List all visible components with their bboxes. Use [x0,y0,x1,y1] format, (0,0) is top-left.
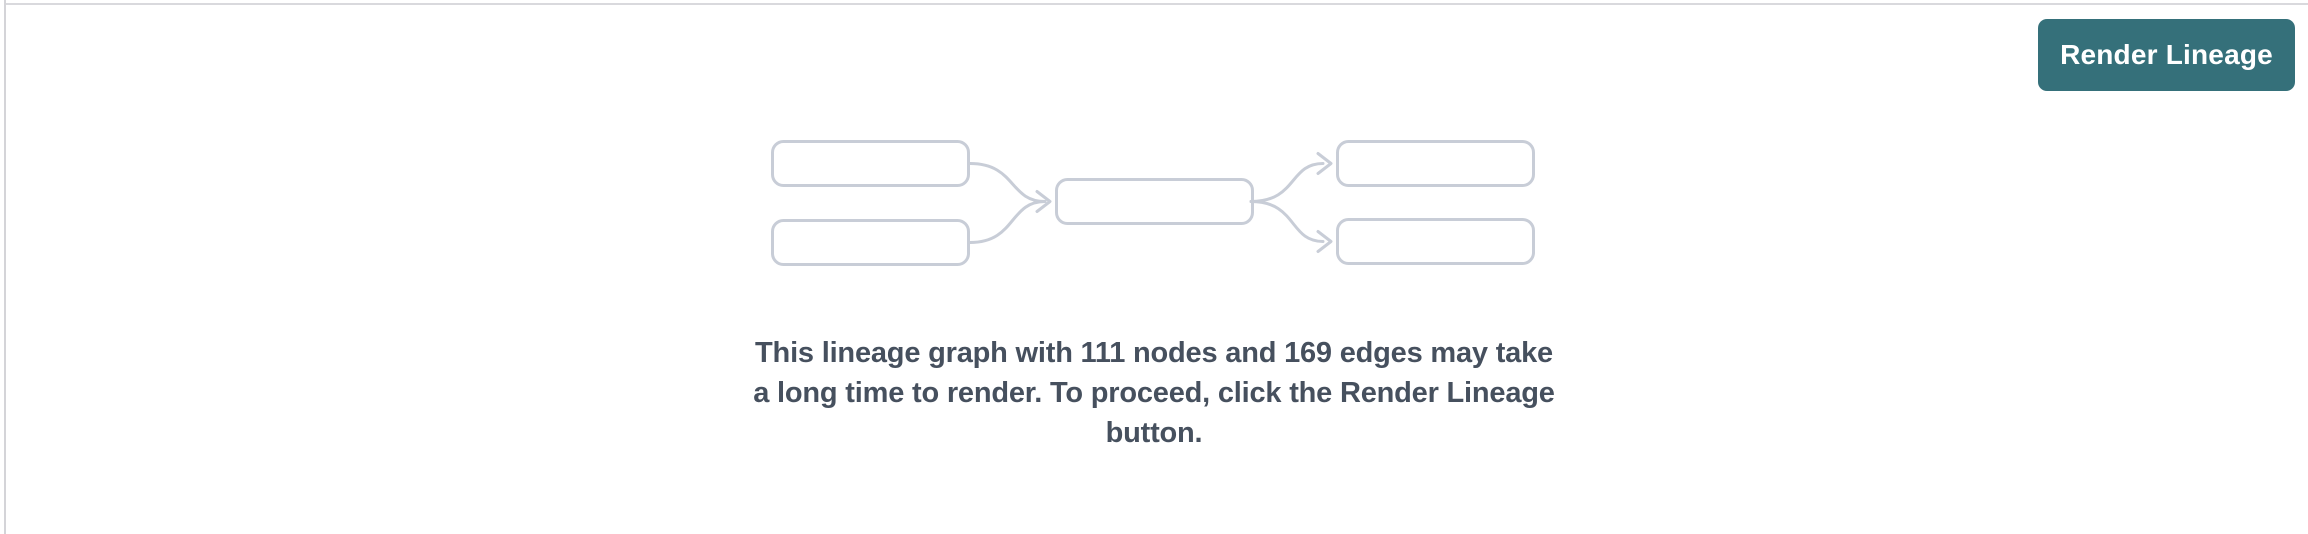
lineage-node-right-top [1336,140,1535,187]
lineage-node-left-top [771,140,970,187]
lineage-node-center [1055,178,1254,225]
edge-left-top [968,162,1047,203]
lineage-warning-line-1: This lineage graph with 111 nodes and 16… [755,337,1553,369]
arrowhead-right-top [1316,152,1333,175]
lineage-warning-line-2: a long time to render. To proceed, click… [753,377,1555,409]
lineage-warning-message: This lineage graph with 111 nodes and 16… [0,333,2308,453]
lineage-node-left-bottom [771,219,970,266]
render-lineage-button[interactable]: Render Lineage [2038,19,2295,91]
arrowhead-right-bottom [1316,230,1333,253]
edge-right-bottom [1249,200,1325,243]
pane-resize-divider[interactable] [4,0,6,534]
lineage-graph-placeholder-icon [771,140,1535,266]
lineage-warning-line-3: button. [1105,417,1203,449]
lineage-node-right-bottom [1336,218,1535,265]
panel-top-border [5,3,2308,5]
arrowhead-center [1035,190,1052,213]
edge-left-bottom [968,200,1047,244]
edge-right-top [1249,162,1325,203]
